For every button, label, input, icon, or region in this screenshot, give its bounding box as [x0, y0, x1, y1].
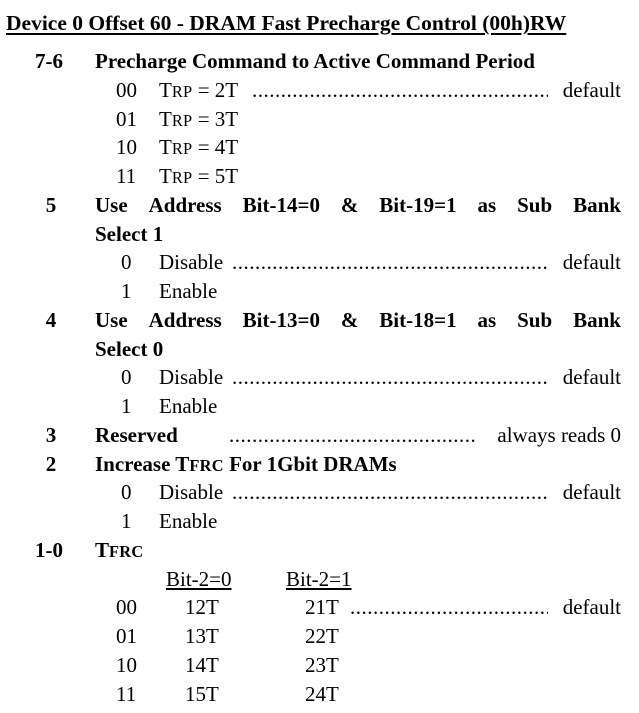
option-row: 0 Disable default — [0, 478, 639, 507]
cell-bit2-0: 15T — [185, 682, 219, 706]
option-row: 10 TRP = 4T — [0, 133, 639, 162]
option-desc: TRP = 2T — [159, 78, 239, 102]
default-label: default — [562, 365, 621, 389]
option-code: 1 — [121, 509, 132, 533]
cell-bit2-0: 13T — [185, 624, 219, 648]
field-4-header-cont: Select 0 — [0, 335, 639, 364]
register-title: Device 0 Offset 60 - DRAM Fast Precharge… — [6, 11, 567, 35]
field-5-header-cont: Select 1 — [0, 220, 639, 249]
column-header: Bit-2=1 — [286, 567, 352, 591]
option-code: 0 — [121, 480, 132, 504]
option-desc: Enable — [159, 394, 218, 418]
option-desc: TRP = 3T — [159, 107, 239, 131]
option-code: 00 — [116, 595, 137, 619]
bit-number: 3 — [45, 423, 57, 447]
field-name: TFRC — [95, 538, 144, 562]
default-label: default — [562, 480, 621, 504]
option-code: 0 — [121, 250, 132, 274]
field-name: Reserved — [95, 423, 178, 447]
bit-number: 7-6 — [35, 49, 63, 73]
bit-number: 5 — [45, 193, 57, 217]
field-name-cont: Select 1 — [95, 222, 164, 246]
option-row: 1 Enable — [0, 392, 639, 421]
bit-number: 2 — [45, 452, 57, 476]
option-code: 1 — [121, 394, 132, 418]
option-desc: Enable — [159, 509, 218, 533]
dot-leader — [229, 421, 475, 450]
option-code: 01 — [116, 624, 137, 648]
field-note: always reads 0 — [497, 423, 621, 447]
table-header-row: Bit-2=0 Bit-2=1 — [0, 565, 639, 594]
field-7-6-header: 7-6 Precharge Command to Active Command … — [0, 47, 639, 76]
dot-leader — [232, 478, 548, 507]
default-label: default — [562, 78, 621, 102]
table-row: 00 12T 21T default — [0, 593, 639, 622]
option-desc: Disable — [159, 480, 224, 504]
option-row: 00 TRP = 2T default — [0, 76, 639, 105]
field-name: Increase TFRC For 1Gbit DRAMs — [95, 452, 397, 476]
default-label: default — [562, 595, 621, 619]
dot-leader — [232, 363, 548, 392]
cell-bit2-1: 24T — [305, 682, 339, 706]
table-row: 10 14T 23T — [0, 651, 639, 680]
option-code: 01 — [116, 107, 137, 131]
option-desc: Enable — [159, 279, 218, 303]
dot-leader — [252, 76, 548, 105]
cell-bit2-0: 12T — [185, 595, 219, 619]
option-code: 10 — [116, 653, 137, 677]
option-code: 1 — [121, 279, 132, 303]
option-row: 1 Enable — [0, 507, 639, 536]
field-2-header: 2 Increase TFRC For 1Gbit DRAMs — [0, 450, 639, 479]
cell-bit2-1: 21T — [305, 595, 339, 619]
column-header: Bit-2=0 — [166, 567, 232, 591]
option-row: 1 Enable — [0, 277, 639, 306]
default-label: default — [562, 250, 621, 274]
option-code: 0 — [121, 365, 132, 389]
option-desc: TRP = 4T — [159, 135, 239, 159]
option-code: 11 — [116, 164, 137, 188]
dot-leader — [350, 593, 548, 622]
field-3-row: 3 Reserved always reads 0 — [0, 421, 639, 450]
dot-leader — [232, 248, 548, 277]
table-row: 11 15T 24T — [0, 680, 639, 709]
option-code: 10 — [116, 135, 137, 159]
field-name: Precharge Command to Active Command Peri… — [95, 49, 535, 73]
table-row: 01 13T 22T — [0, 622, 639, 651]
option-desc: Disable — [159, 365, 224, 389]
option-row: 11 TRP = 5T — [0, 162, 639, 191]
option-row: 01 TRP = 3T — [0, 105, 639, 134]
option-row: 0 Disable default — [0, 248, 639, 277]
bit-number: 1-0 — [35, 538, 63, 562]
option-desc: TRP = 5T — [159, 164, 239, 188]
cell-bit2-1: 23T — [305, 653, 339, 677]
cell-bit2-0: 14T — [185, 653, 219, 677]
option-code: 11 — [116, 682, 137, 706]
option-desc: Disable — [159, 250, 224, 274]
field-1-0-header: 1-0 TFRC — [0, 536, 639, 565]
option-row: 0 Disable default — [0, 363, 639, 392]
option-code: 00 — [116, 78, 137, 102]
bit-number: 4 — [45, 308, 57, 332]
field-name-cont: Select 0 — [95, 337, 164, 361]
cell-bit2-1: 22T — [305, 624, 339, 648]
